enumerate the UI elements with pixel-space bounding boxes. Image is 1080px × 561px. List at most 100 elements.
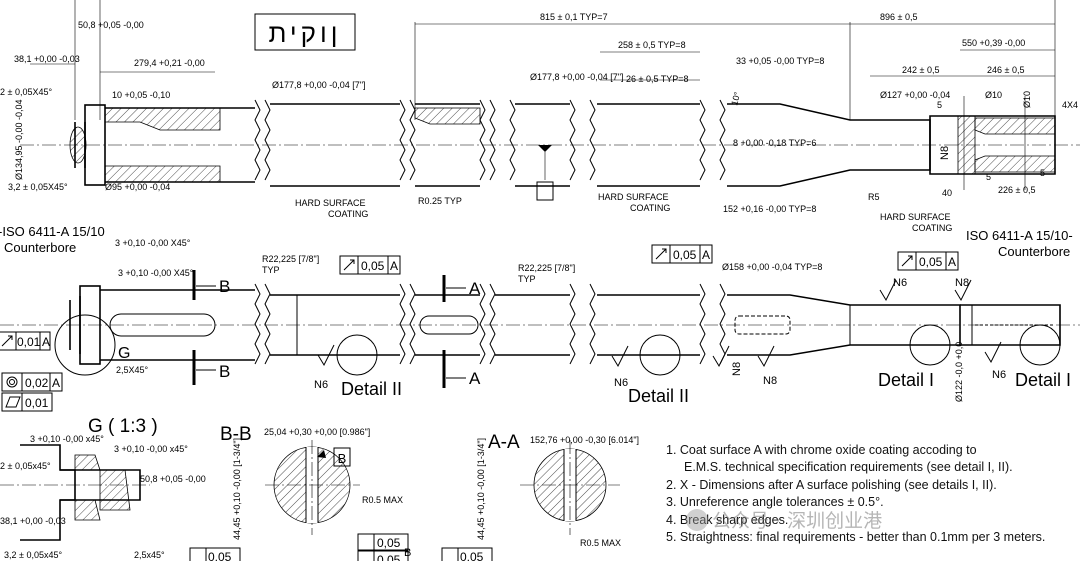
stamp-box: ןוקית bbox=[254, 13, 356, 51]
note-hard-surface-3: HARD SURFACE bbox=[880, 212, 951, 222]
dim-dia-158: Ø158 +0,00 -0,04 TYP=8 bbox=[722, 262, 822, 272]
dim-226: 226 ± 0,5 bbox=[998, 185, 1035, 195]
dim-26: 26 ± 0,5 TYP=8 bbox=[626, 74, 689, 84]
dim-typ-b: TYP bbox=[518, 274, 536, 284]
aa-title: A-A bbox=[488, 432, 520, 453]
dim-r22-a: R22,225 [7/8"] bbox=[262, 254, 319, 264]
dim-dia-122: Ø122 -0,0 +0,0 bbox=[954, 342, 964, 402]
dim-550: 550 +0,39 -0,00 bbox=[962, 38, 1025, 48]
tol-datum-2: A bbox=[702, 248, 710, 262]
wechat-icon bbox=[686, 509, 708, 531]
dim-242: 242 ± 0,5 bbox=[902, 65, 939, 75]
dim-8-typ: 8 +0,00 -0,18 TYP=6 bbox=[733, 138, 816, 148]
tol-value-3: 0,05 bbox=[919, 255, 943, 269]
finish-n6-c: N6 bbox=[893, 277, 907, 289]
bb-tol-2: 0,05 bbox=[377, 536, 401, 550]
tol-datum-1: A bbox=[390, 259, 398, 273]
iso-label-left: -ISO 6411-A 15/10 bbox=[0, 224, 105, 239]
g-dim-chamfer-c: 2 ± 0,05x45° bbox=[0, 461, 51, 471]
tol-datum-3: A bbox=[948, 255, 956, 269]
dim-815: 815 ± 0,1 TYP=7 bbox=[540, 12, 608, 22]
middle-labels: -ISO 6411-A 15/10 Counterbore ISO 6411-A… bbox=[0, 224, 1073, 410]
detail-g: G ( 1:3 ) 3 +0,10 -0,00 x45° 3 +0,10 -0,… bbox=[0, 416, 206, 560]
stamp-text: ןוקית bbox=[268, 18, 341, 48]
dim-typ-a: TYP bbox=[262, 265, 280, 275]
section-mark-b-top: B bbox=[219, 277, 230, 296]
dim-chamfer-2-5: 2,5X45° bbox=[116, 365, 149, 375]
note-4: 4. Break sharp edges. bbox=[666, 512, 789, 527]
counterbore-right: Counterbore bbox=[998, 244, 1070, 259]
dim-5-b: 5 bbox=[986, 172, 991, 182]
g-dim-chamfer-a: 3 +0,10 -0,00 x45° bbox=[30, 434, 104, 444]
finish-n8-c: N8 bbox=[955, 277, 969, 289]
finish-n8-b: N8 bbox=[763, 375, 777, 387]
g-dim-chamfer-e: 2,5x45° bbox=[134, 550, 165, 560]
note-coating-3: COATING bbox=[912, 223, 952, 233]
note-1: 1. Coat surface A with chrome oxide coat… bbox=[666, 443, 977, 457]
dim-dia-177-8-a: Ø177,8 +0,00 -0,04 [7"] bbox=[272, 80, 366, 90]
aa-dim-44-45: 44,45 +0,10 -0,00 [1-3/4"] bbox=[476, 438, 486, 540]
dim-152: 152 +0,16 -0,00 TYP=8 bbox=[723, 204, 816, 214]
g-dim-50-8: 50,8 +0,05 -0,00 bbox=[140, 474, 206, 484]
section-a-a: A-A 152,76 +0,00 -0,30 [6.014"] 44,45 +0… bbox=[441, 432, 639, 561]
dim-r5: R5 bbox=[868, 192, 880, 202]
dim-38-1: 38,1 +0,00 -0,03 bbox=[14, 54, 80, 64]
note-1-cont: E.M.S. technical specification requireme… bbox=[684, 460, 1013, 475]
bb-dim-r0-5: R0.5 MAX bbox=[362, 495, 403, 505]
bb-dim-25-04: 25,04 +0,30 +0,00 [0.986"] bbox=[264, 427, 370, 437]
dim-dia-10-a: Ø10 bbox=[985, 90, 1002, 100]
dim-5-c: 5 bbox=[1040, 168, 1045, 178]
watermark: 公众号 · 深圳创业港 bbox=[686, 506, 882, 533]
counterbore-left: Counterbore bbox=[4, 240, 76, 255]
tol-value-4: 0,01 bbox=[17, 335, 41, 349]
bb-dim-44-45: 44,45 +0,10 -0,00 [1-3/4"] bbox=[232, 438, 242, 540]
dim-chamfer-3-a: 3 +0,10 -0,00 X45° bbox=[115, 238, 191, 248]
g-title: G ( 1:3 ) bbox=[88, 416, 158, 437]
finish-n6-d: N6 bbox=[992, 369, 1006, 381]
detail-i-b: Detail I bbox=[1015, 370, 1071, 390]
middle-shaft-view bbox=[0, 244, 1080, 412]
note-5: 5. Straightness: final requirements - be… bbox=[666, 530, 1046, 545]
dim-dia-95: Ø95 +0,00 -0,04 bbox=[105, 182, 170, 192]
dim-896: 896 ± 0,5 bbox=[880, 12, 917, 22]
note-hard-surface-2: HARD SURFACE bbox=[598, 192, 669, 202]
dim-10-deg: 10° bbox=[729, 90, 742, 106]
bb-tol-3: 0,05 bbox=[377, 553, 401, 561]
tol-datum-4: A bbox=[42, 335, 50, 349]
note-2: 2. X - Dimensions after A surface polish… bbox=[666, 477, 997, 492]
note-3: 3. Unreference angle tolerances ± 0.5°. bbox=[666, 495, 884, 510]
detail-ii-a: Detail II bbox=[341, 379, 402, 399]
dim-dia-177-8-b: Ø177,8 +0,00 -0,04 [7"] bbox=[530, 72, 624, 82]
section-mark-a-bottom: A bbox=[469, 369, 481, 388]
finish-n8-top: N8 bbox=[939, 146, 951, 160]
dim-258: 258 ± 0,5 TYP=8 bbox=[618, 40, 686, 50]
finish-n6-b: N6 bbox=[614, 377, 628, 389]
aa-dim-r0-5: R0.5 MAX bbox=[580, 538, 621, 548]
dim-4x4: 4X4 bbox=[1062, 100, 1078, 110]
tol-datum-5: A bbox=[52, 376, 60, 390]
dim-40: 40 bbox=[942, 188, 952, 198]
aa-dim-152-76: 152,76 +0,00 -0,30 [6.014"] bbox=[530, 435, 639, 445]
general-notes: 1. Coat surface A with chrome oxide coat… bbox=[666, 442, 1080, 546]
dim-r0-25: R0.25 TYP bbox=[418, 196, 462, 206]
dim-dia-10-b: Ø10 bbox=[1022, 91, 1032, 108]
note-coating-2: COATING bbox=[630, 203, 670, 213]
dim-10: 10 +0,05 -0,10 bbox=[112, 90, 170, 100]
tol-value-2: 0,05 bbox=[673, 248, 697, 262]
finish-n6-a: N6 bbox=[314, 379, 328, 391]
section-mark-b-bottom: B bbox=[219, 362, 230, 381]
g-dim-chamfer-b: 3 +0,10 -0,00 x45° bbox=[114, 444, 188, 454]
dim-chamfer-3-2: 3,2 ± 0,05X45° bbox=[8, 182, 68, 192]
dim-246: 246 ± 0,5 bbox=[987, 65, 1024, 75]
bb-datum-b: B bbox=[338, 451, 347, 466]
dim-33: 33 +0,05 -0,00 TYP=8 bbox=[736, 56, 824, 66]
note-coating-1: COATING bbox=[328, 209, 368, 219]
dim-279-4: 279,4 +0,21 -0,00 bbox=[134, 58, 205, 68]
detail-i-a: Detail I bbox=[878, 370, 934, 390]
finish-n8-a: N8 bbox=[731, 362, 743, 376]
bb-datum-b-2: B bbox=[404, 547, 411, 559]
watermark-text: 公众号 · 深圳创业港 bbox=[712, 510, 883, 532]
tol-value-1: 0,05 bbox=[361, 259, 385, 273]
dim-dia-134-95: Ø134,95 -0,00 -0,04 bbox=[14, 99, 24, 180]
